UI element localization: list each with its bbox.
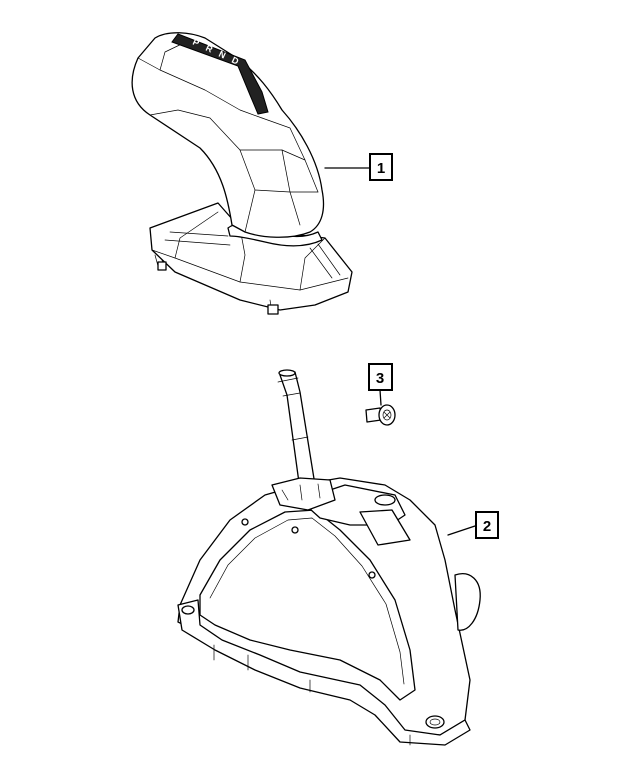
- callout-2: 2: [447, 511, 499, 539]
- gear-letter-d: D: [230, 55, 241, 67]
- gear-letter-p: P: [191, 37, 201, 49]
- callout-3: 3: [368, 363, 393, 406]
- shift-knob-part: P R N D: [131, 32, 353, 315]
- gear-letter-r: R: [204, 43, 215, 55]
- callout-1-label: 1: [377, 160, 385, 177]
- shifter-assembly-part: [177, 369, 481, 746]
- callout-1: 1: [324, 153, 393, 181]
- callout-3-label: 3: [376, 370, 384, 387]
- callout-2-label: 2: [483, 518, 491, 535]
- gear-letter-n: N: [217, 49, 227, 61]
- screw-part: [365, 404, 396, 426]
